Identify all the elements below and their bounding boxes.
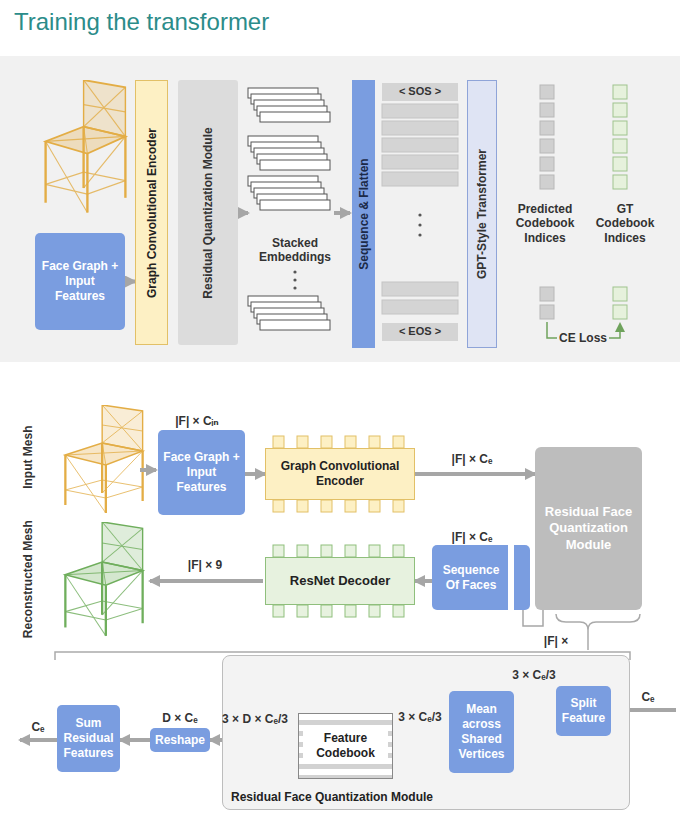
connector-arrow bbox=[125, 280, 135, 284]
node-text: Reshape bbox=[155, 733, 205, 748]
annotation-label: |F| × 9 bbox=[175, 558, 235, 572]
annotation-label: |F| × Cₑ bbox=[437, 452, 507, 466]
quantizer-band: Residual Quantization Module bbox=[178, 80, 238, 345]
annotation-label: Reconstructed Mesh bbox=[21, 514, 35, 644]
annotation-label: D × Cₑ bbox=[150, 711, 210, 725]
process-box: Split Feature bbox=[556, 686, 611, 736]
annotation-label: Cₑ bbox=[23, 720, 53, 734]
node-text: Split Feature bbox=[560, 696, 607, 726]
annotation-label: 3 × Cₑ/3 bbox=[503, 668, 565, 682]
annotation-label: |F| × Cₑ bbox=[437, 530, 507, 544]
annotation-label: Input Mesh bbox=[21, 407, 35, 507]
node-text: Sequence Of Faces bbox=[436, 563, 506, 593]
token-box: < EOS > bbox=[382, 323, 458, 341]
encoder-band: Graph Convolutional Encoder bbox=[135, 80, 168, 345]
node-text: Residual Face Quantization Module bbox=[231, 790, 433, 805]
title: Training the transformer bbox=[14, 8, 269, 36]
node-text: Feature Codebook bbox=[303, 731, 388, 761]
connector-arrow bbox=[245, 472, 265, 476]
node-text: Face Graph + Input Features bbox=[39, 259, 121, 304]
node-text: ResNet Decoder bbox=[290, 573, 390, 589]
sequence-box: Sequence Of Faces bbox=[432, 545, 530, 610]
sequence-band: Sequence & Flatten bbox=[352, 80, 375, 348]
annotation-label: 3 × D × Cₑ/3 bbox=[214, 712, 296, 726]
node-text: Face Graph + Input Features bbox=[162, 450, 241, 495]
node-text: < EOS > bbox=[399, 325, 441, 339]
module-panel: Residual Face Quantization Module Split F… bbox=[222, 655, 630, 810]
annotation-label: GT Codebook Indices bbox=[587, 202, 663, 245]
annotation-label: CE Loss bbox=[557, 331, 609, 345]
quantizer-box: Residual Face Quantization Module bbox=[535, 447, 642, 610]
node-text: GPT-Style Transformer bbox=[475, 85, 490, 343]
annotation-label: 3 × Cₑ/3 bbox=[389, 710, 451, 724]
connector-arrow bbox=[523, 610, 543, 626]
codebook-box: Feature Codebook bbox=[298, 713, 393, 779]
node-text: < SOS > bbox=[399, 85, 441, 99]
input-box: Face Graph + Input Features bbox=[35, 233, 125, 330]
connector-arrow bbox=[120, 738, 150, 742]
node-text: Residual Quantization Module bbox=[201, 85, 216, 340]
node-text: Sequence & Flatten bbox=[356, 85, 371, 343]
input-box: Face Graph + Input Features bbox=[158, 430, 245, 515]
encoder-box: Graph Convolutional Encoder bbox=[265, 448, 415, 500]
process-box: Sum Residual Features bbox=[57, 705, 120, 772]
node-text: Graph Convolutional Encoder bbox=[270, 459, 410, 489]
connector-arrow bbox=[415, 472, 535, 476]
annotation-label: Stacked Embeddings bbox=[250, 236, 340, 265]
token-box: < SOS > bbox=[382, 83, 458, 101]
transformer-band: GPT-Style Transformer bbox=[467, 80, 497, 348]
annotation-label: |F| × bbox=[531, 634, 581, 648]
annotation-label: |F| × Cᵢₙ bbox=[162, 414, 232, 428]
node-text: Residual Face Quantization Module bbox=[539, 504, 638, 553]
annotation-label: Cₑ bbox=[633, 690, 663, 704]
decoder-box: ResNet Decoder bbox=[265, 557, 415, 605]
annotation-label: Predicted Codebook Indices bbox=[510, 202, 580, 245]
node-text: Graph Convolutional Encoder bbox=[144, 85, 159, 340]
process-box: Mean across Shared Vertices bbox=[449, 691, 514, 773]
process-box: Reshape bbox=[150, 728, 210, 752]
node-text: Sum Residual Features bbox=[61, 716, 116, 761]
connector-arrow bbox=[415, 579, 432, 583]
node-text: Mean across Shared Vertices bbox=[453, 702, 510, 762]
